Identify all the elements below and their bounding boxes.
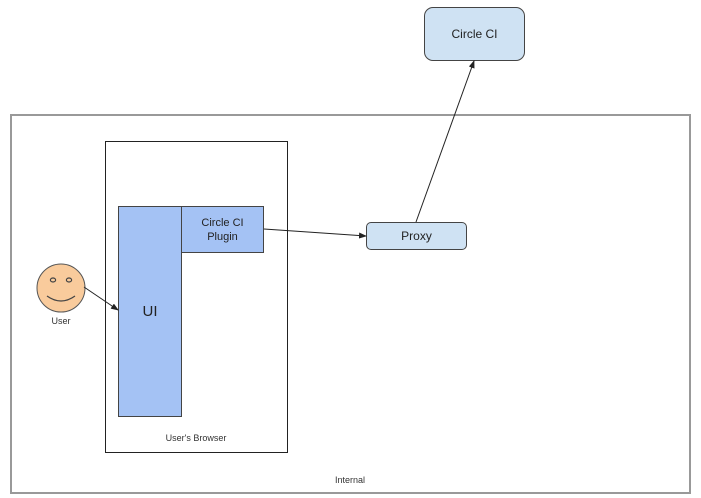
ui-node-label: UI bbox=[142, 303, 158, 320]
proxy-node-label: Proxy bbox=[401, 229, 432, 243]
browser-zone-label: User's Browser bbox=[165, 433, 227, 443]
plugin-label-line2: Plugin bbox=[207, 230, 238, 243]
circle-ci-node-label: Circle CI bbox=[451, 27, 498, 41]
circle-ci-plugin-node[interactable]: Circle CI Plugin bbox=[181, 206, 264, 253]
plugin-label-line1: Circle CI bbox=[201, 216, 244, 229]
ui-node[interactable]: UI bbox=[118, 206, 182, 417]
internal-zone-label: Internal bbox=[334, 475, 366, 485]
proxy-node[interactable]: Proxy bbox=[366, 222, 467, 250]
user-label: User bbox=[51, 316, 71, 326]
circle-ci-node[interactable]: Circle CI bbox=[424, 7, 525, 61]
